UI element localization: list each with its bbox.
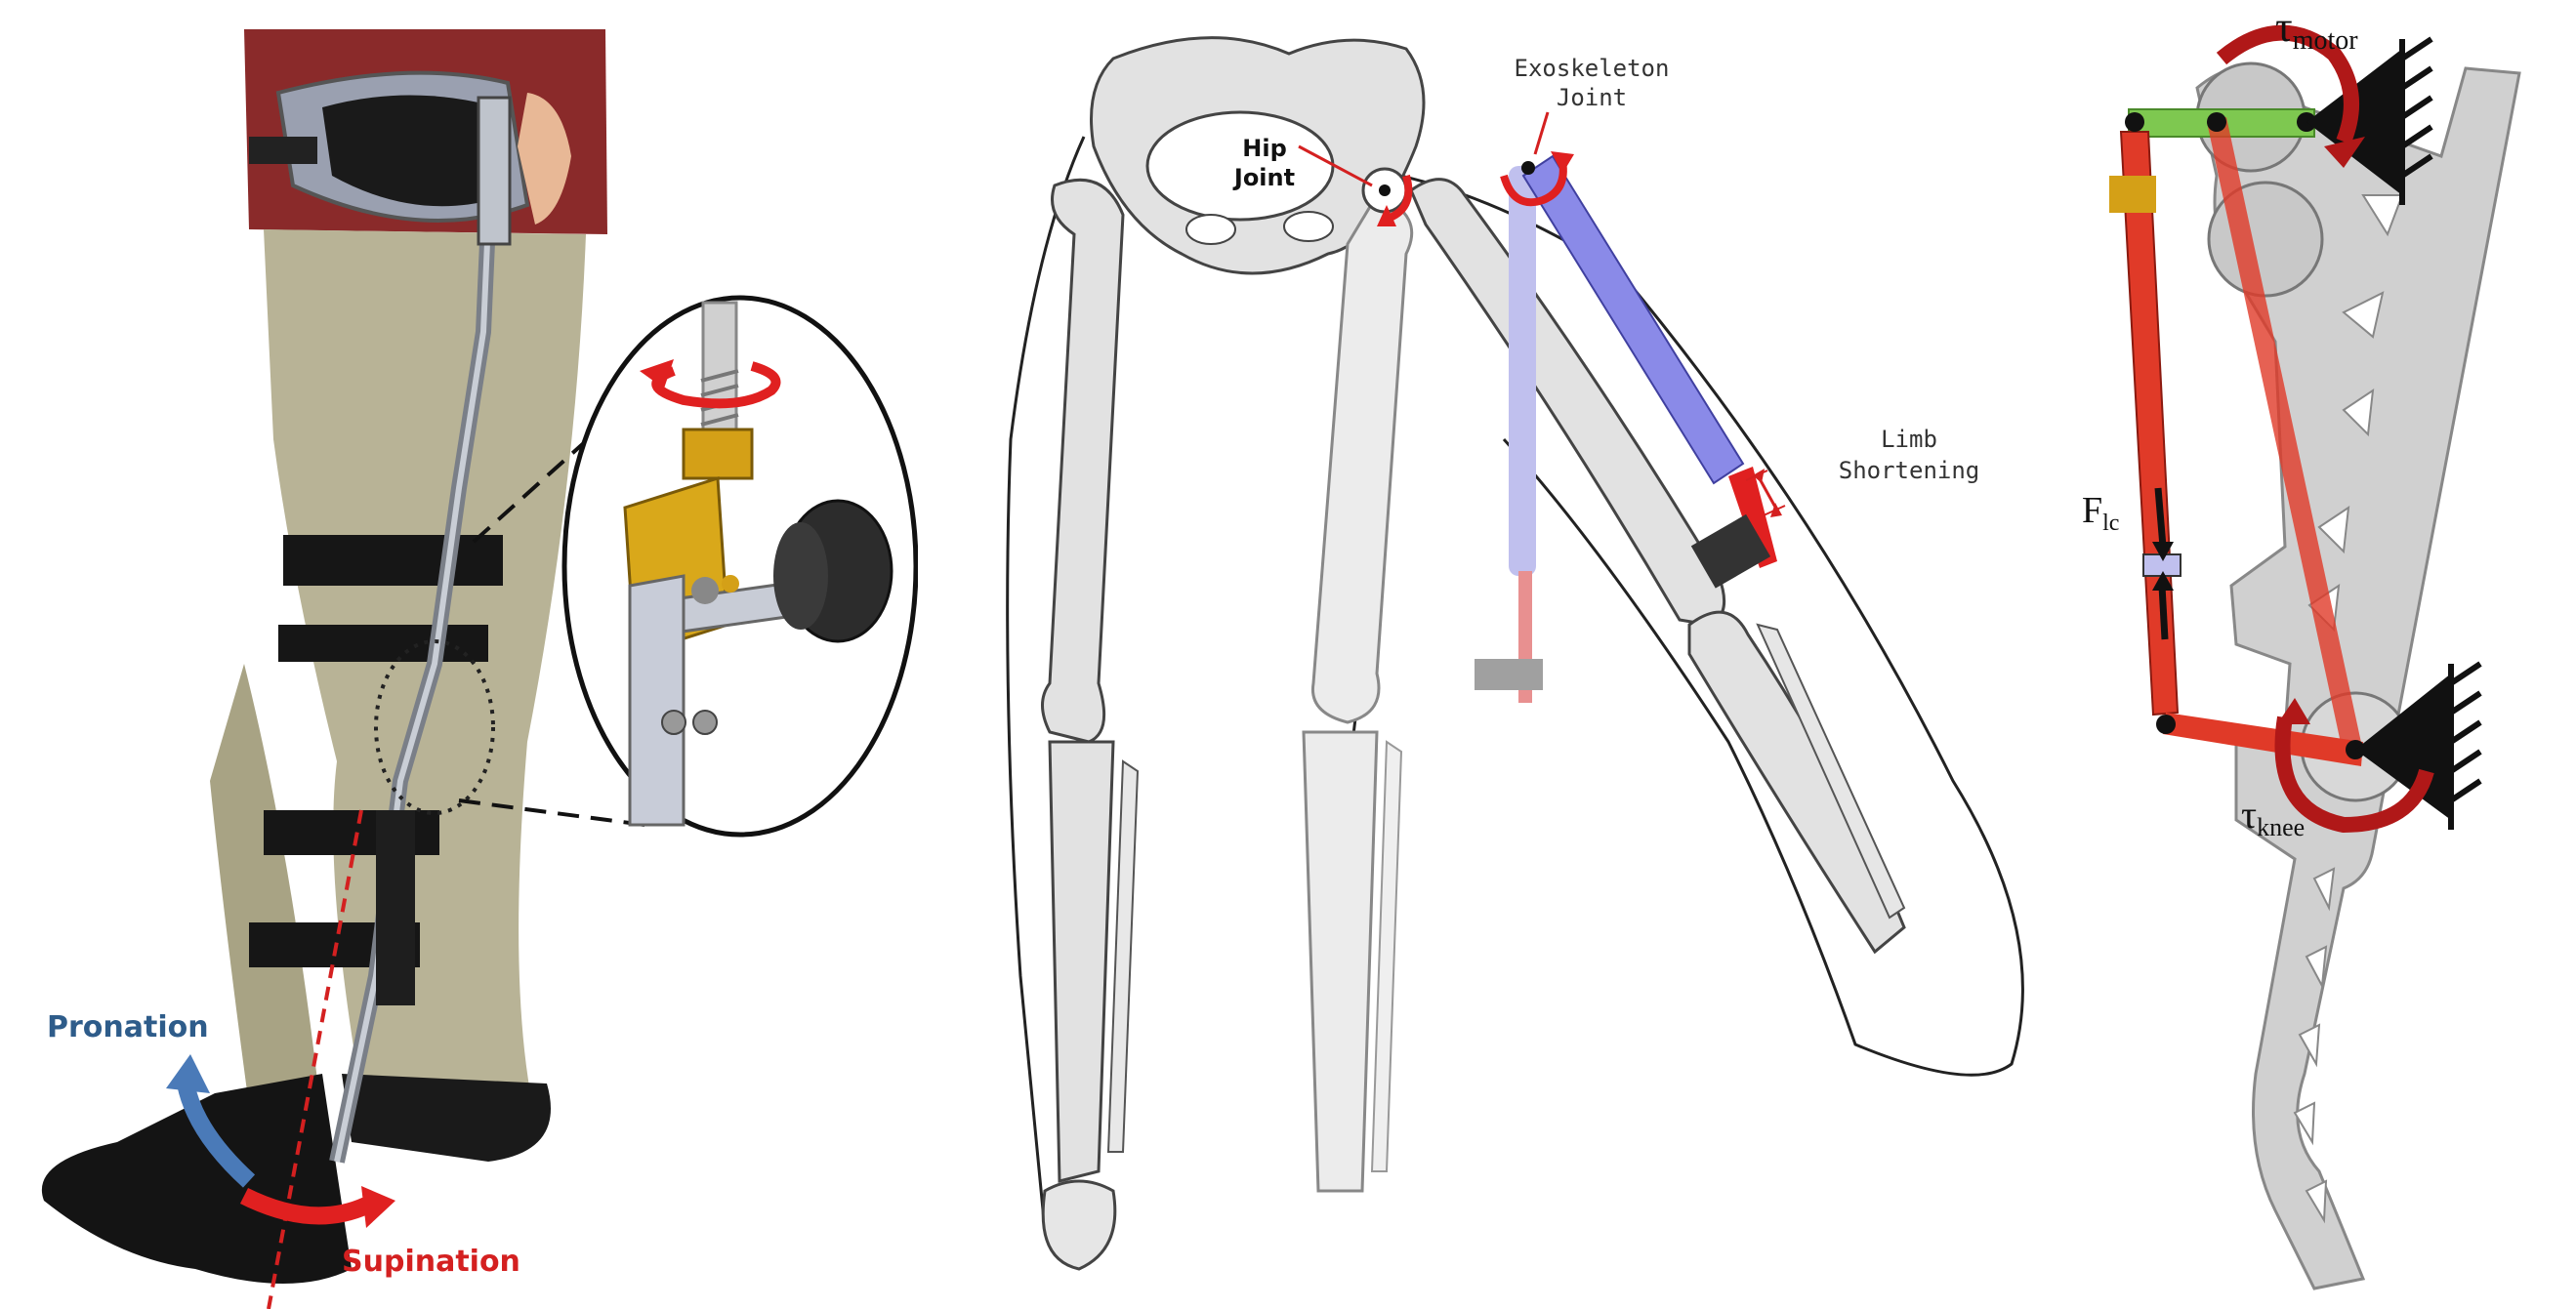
exo-link-blue xyxy=(1523,156,1743,483)
exoskeleton-photo-illustration: Pronation Supination xyxy=(0,0,918,1309)
knee-mechanism-panel: τmotor τknee Flc xyxy=(2051,0,2576,1309)
hip-joint-center xyxy=(1379,184,1391,196)
exo-link-pale xyxy=(1509,166,1536,576)
skeleton-diagram-panel: Hip Joint Exoskeleton Joint Limb Shorten… xyxy=(918,0,2051,1309)
shoe-rear xyxy=(342,1074,551,1162)
left-femur xyxy=(1043,180,1124,742)
pronation-label: Pronation xyxy=(47,1010,209,1044)
exo-joint-center xyxy=(1521,161,1535,175)
limb-shortening-label-line1: Limb xyxy=(1881,426,1937,453)
left-tibia xyxy=(1050,742,1113,1181)
thigh-strap-upper xyxy=(283,535,503,586)
knee-ground-hatch xyxy=(2451,664,2480,830)
joint-bottom-left xyxy=(2156,715,2176,734)
tau-motor-label: τmotor xyxy=(2275,3,2358,56)
left-rod xyxy=(2121,132,2178,715)
joint-top-left xyxy=(2125,112,2144,132)
exoskeleton-photo-panel: Pronation Supination xyxy=(0,0,918,1309)
joint-top-middle xyxy=(2207,112,2226,132)
skeleton-illustration: Hip Joint Exoskeleton Joint Limb Shorten… xyxy=(918,0,2051,1309)
supination-label: Supination xyxy=(342,1245,520,1279)
exo-joint-label-line2: Joint xyxy=(1557,84,1627,111)
right-femur xyxy=(1312,195,1411,722)
mechanism-illustration: τmotor τknee Flc xyxy=(2051,0,2576,1309)
thigh-strap-lower xyxy=(278,625,488,662)
hip-joint-label-line1: Hip xyxy=(1242,135,1287,162)
force-lc-label: Flc xyxy=(2082,490,2119,536)
exo-joint-leader xyxy=(1535,112,1548,154)
exo-joint-label-line1: Exoskeleton xyxy=(1515,55,1670,82)
hip-joint-label-line2: Joint xyxy=(1232,164,1295,191)
limb-shortening-label-line2: Shortening xyxy=(1839,457,1980,484)
